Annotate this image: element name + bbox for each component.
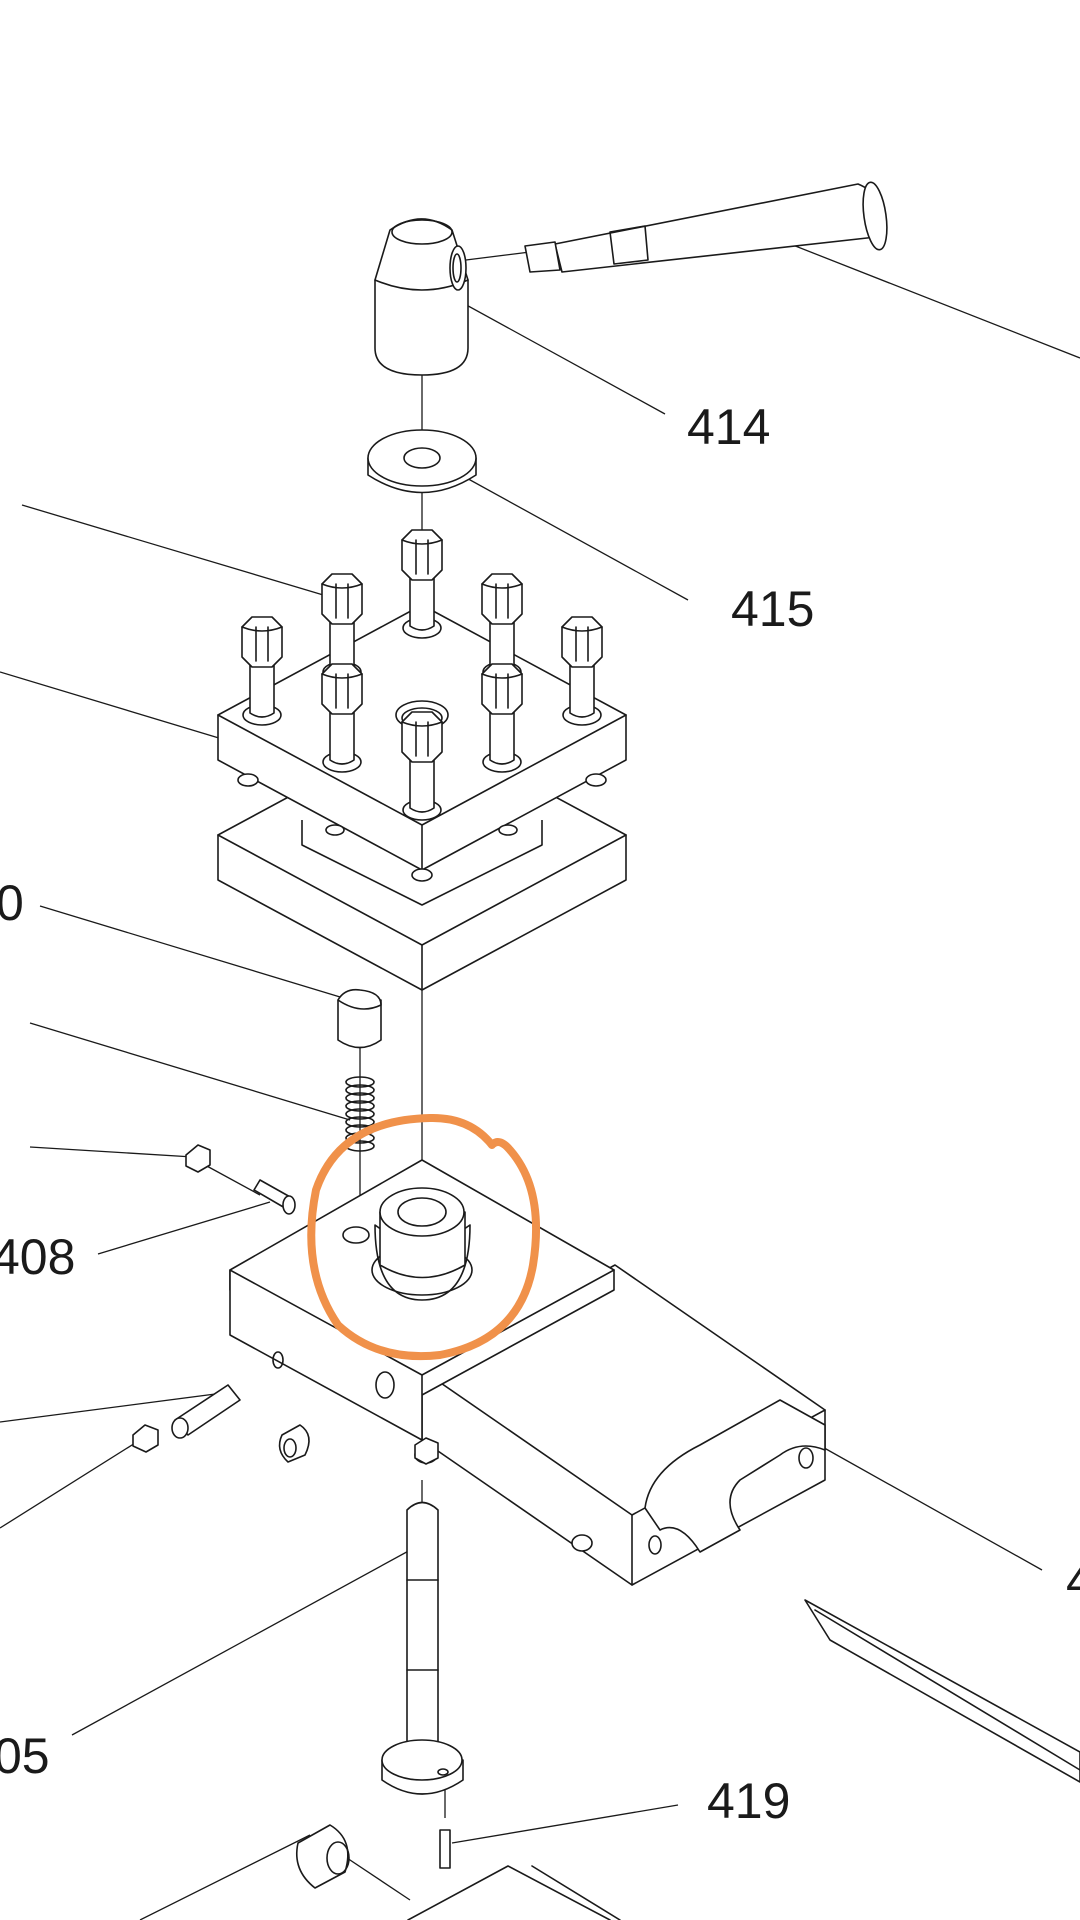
spring-coil [345,1084,375,1096]
spring-coil [345,1100,375,1112]
part-415-washer [367,429,477,494]
clamp-screws [241,529,603,821]
clamp-screw [401,711,443,821]
label-405-partial: 05 [0,1728,50,1784]
spring-coil [345,1108,375,1120]
label-408: 408 [0,1229,76,1285]
bottom-parts [296,1599,1080,1920]
spring-coil [345,1116,375,1128]
small-fittings [132,1144,439,1465]
label-414: 414 [687,399,771,455]
highlight-circle [307,1113,541,1361]
label-410-partial: 0 [0,875,24,931]
clamp-screw [241,616,283,726]
base-slide [229,1159,826,1586]
label-415: 415 [731,581,815,637]
label-right-edge-partial: 4 [1066,1553,1080,1609]
spring-coil [345,1076,375,1088]
part-405-shaft [381,1501,464,1869]
spring-coil [345,1092,375,1104]
clamp-screw [401,529,443,639]
clamp-screw [321,663,363,773]
clamp-screw [561,616,603,726]
clamp-screw [481,663,523,773]
plunger-and-spring [337,988,382,1152]
label-419: 419 [707,1773,791,1829]
part-414-handle [374,181,888,376]
